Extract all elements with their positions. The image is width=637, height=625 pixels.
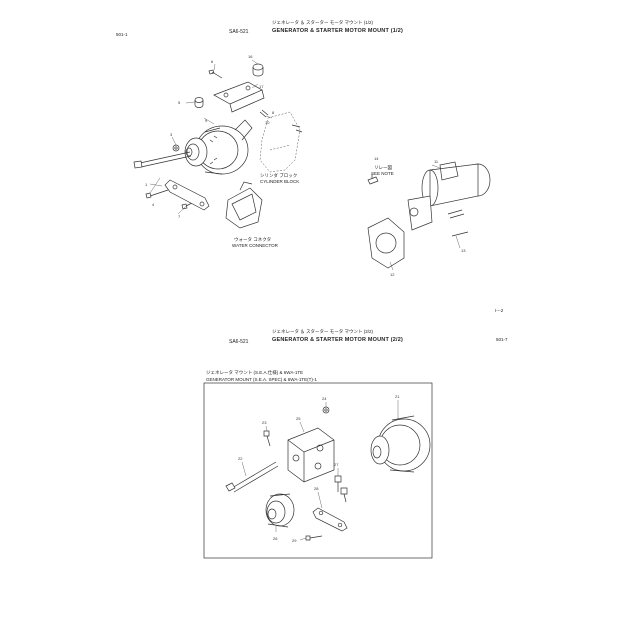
leader-lines-bottom <box>241 400 399 541</box>
svg-text:29: 29 <box>292 538 297 543</box>
leader-lines-top <box>149 59 461 271</box>
starter-stud <box>451 231 469 237</box>
alternator-bottom <box>370 415 431 473</box>
svg-text:26: 26 <box>273 536 278 541</box>
bottom-title-kana: ジェネレータ ＆ スターター モータ マウント (2/2) <box>272 329 374 334</box>
top-title-kana: ジェネレータ ＆ スターター モータ マウント (1/2) <box>272 20 374 25</box>
bottom-group-code: SA6-521 <box>229 339 249 345</box>
box-header-kana: ジェネレータ マウント (S.E.A.仕様) & 6WA-1TE <box>206 370 304 375</box>
svg-text:3: 3 <box>170 132 173 137</box>
svg-text:17: 17 <box>259 84 264 89</box>
svg-text:7: 7 <box>178 214 181 219</box>
svg-text:9: 9 <box>205 118 208 123</box>
right-margin-code-bottom: 501-7 <box>496 337 508 342</box>
strap-bottom <box>312 507 348 532</box>
note-clip <box>367 174 379 185</box>
svg-text:13: 13 <box>461 248 466 253</box>
svg-text:8: 8 <box>272 110 275 115</box>
svg-text:28: 28 <box>314 486 319 491</box>
water-connector-top <box>225 181 263 229</box>
upper-bracket <box>194 63 265 113</box>
svg-text:12: 12 <box>390 272 395 277</box>
svg-text:23: 23 <box>262 420 267 425</box>
svg-text:5: 5 <box>178 100 181 105</box>
bracket-bottom <box>287 427 335 483</box>
long-bolt-bottom <box>225 461 279 493</box>
pulley-bottom <box>265 493 295 528</box>
top-title-en: GENERATOR & STARTER MOTOR MOUNT (1/2) <box>272 28 404 34</box>
top-group-code: SA6-521 <box>229 29 249 35</box>
cylinder-block-outline <box>259 111 303 173</box>
alternator-top <box>184 119 253 175</box>
svg-text:25: 25 <box>296 416 301 421</box>
starter-motor-top <box>407 161 491 231</box>
cylinder-block-kana: シリンダ ブロック <box>260 173 298 178</box>
water-connector-en: WATER CONNECTOR <box>232 243 278 248</box>
svg-text:10: 10 <box>265 120 270 125</box>
svg-text:11: 11 <box>434 159 439 164</box>
svg-text:1: 1 <box>145 182 148 187</box>
bottom-detail-box <box>203 382 433 559</box>
see-note-kana: リレー図 <box>374 165 392 170</box>
callouts-bottom: 23 25 24 21 22 27 28 26 29 <box>238 394 400 543</box>
long-bolt-top <box>133 151 192 169</box>
adjusting-strap-top <box>164 179 210 211</box>
water-connector-kana: ウォータ コネクタ <box>234 237 272 242</box>
svg-text:14: 14 <box>374 156 379 161</box>
callouts-top: 16 17 5 9 6 3 1 4 7 8 10 11 12 13 14 <box>145 54 466 277</box>
svg-text:22: 22 <box>238 456 243 461</box>
svg-text:16: 16 <box>248 54 253 59</box>
see-note-en: SEE NOTE <box>371 171 394 176</box>
svg-text:24: 24 <box>322 396 327 401</box>
bottom-title-en: GENERATOR & STARTER MOTOR MOUNT (2/2) <box>272 337 404 343</box>
bolts-bottom <box>263 406 348 541</box>
small-fasteners-top <box>145 109 269 210</box>
svg-text:6: 6 <box>211 59 214 64</box>
right-margin-code-top: I---2 <box>495 308 504 313</box>
svg-text:21: 21 <box>395 394 400 399</box>
svg-text:4: 4 <box>152 202 155 207</box>
box-header-en: GENERATOR MOUNT (S.E.A. SPEC) & 6WA-1TE(… <box>206 377 317 382</box>
starter-gasket-top <box>367 217 405 269</box>
cylinder-block-en: CYLINDER BLOCK <box>260 179 300 184</box>
svg-text:27: 27 <box>334 462 339 467</box>
left-margin-code: 501-1 <box>116 32 128 37</box>
